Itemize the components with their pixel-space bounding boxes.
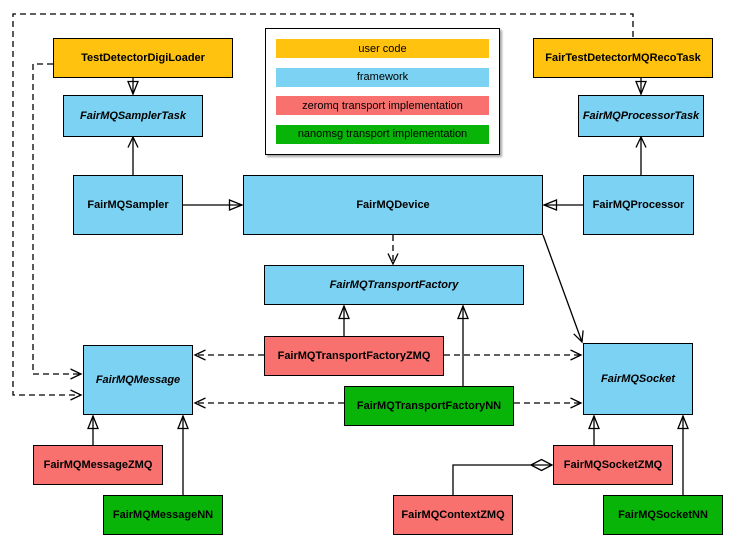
- node-label: FairMQSamplerTask: [80, 109, 186, 122]
- node-test-detector-digi-loader: TestDetectorDigiLoader: [53, 38, 233, 78]
- node-label: FairMQMessage: [95, 373, 181, 386]
- legend: user code framework zeromq transport imp…: [265, 28, 500, 155]
- legend-item-framework: framework: [276, 67, 489, 87]
- legend-label: user code: [358, 42, 407, 55]
- legend-label: nanomsg transport implementation: [297, 128, 468, 141]
- legend-item-zeromq: zeromq transport implementation: [276, 96, 489, 116]
- node-label: FairTestDetectorMQRecoTask: [545, 51, 701, 64]
- node-fair-mq-device: FairMQDevice: [243, 175, 543, 235]
- node-label: FairMQMessageZMQ: [43, 458, 153, 471]
- legend-item-user-code: user code: [276, 39, 489, 58]
- node-fair-mq-message-zmq: FairMQMessageZMQ: [33, 445, 163, 485]
- node-fair-mq-socket: FairMQSocket: [583, 343, 693, 415]
- edge-device-socket-association: [542, 234, 584, 344]
- node-label: TestDetectorDigiLoader: [81, 51, 205, 64]
- node-label: FairMQSocket: [601, 372, 675, 385]
- node-label: FairMQSampler: [87, 198, 169, 211]
- node-fair-mq-processor-task: FairMQProcessorTask: [578, 95, 704, 137]
- edge-contextzmq-socketzmq-composition: [452, 465, 552, 495]
- legend-item-nanomsg: nanomsg transport implementation: [276, 124, 489, 144]
- legend-label: framework: [356, 71, 409, 84]
- node-fair-test-detector-mq-reco-task: FairTestDetectorMQRecoTask: [533, 38, 713, 78]
- node-fair-mq-sampler-task: FairMQSamplerTask: [63, 95, 203, 137]
- node-label: FairMQSocketZMQ: [563, 458, 663, 471]
- node-fair-mq-sampler: FairMQSampler: [73, 175, 183, 235]
- node-fair-mq-message: FairMQMessage: [83, 345, 193, 415]
- legend-label: zeromq transport implementation: [302, 99, 463, 112]
- node-label: FairMQContextZMQ: [401, 508, 505, 521]
- node-fair-mq-processor: FairMQProcessor: [583, 175, 694, 235]
- node-label: FairMQDevice: [356, 198, 430, 211]
- node-fair-mq-transport-factory-zmq: FairMQTransportFactoryZMQ: [264, 336, 444, 376]
- node-label: FairMQTransportFactoryNN: [356, 399, 502, 412]
- node-fair-mq-socket-nn: FairMQSocketNN: [603, 495, 723, 535]
- node-fair-mq-socket-zmq: FairMQSocketZMQ: [553, 445, 673, 485]
- node-fair-mq-transport-factory: FairMQTransportFactory: [264, 265, 524, 305]
- node-label: FairMQProcessorTask: [582, 109, 700, 122]
- node-label: FairMQTransportFactory: [329, 278, 459, 291]
- node-label: FairMQMessageNN: [112, 508, 214, 521]
- node-label: FairMQSocketNN: [618, 508, 708, 521]
- node-label: FairMQProcessor: [592, 198, 685, 211]
- node-fair-mq-context-zmq: FairMQContextZMQ: [393, 495, 513, 535]
- node-label: FairMQTransportFactoryZMQ: [277, 349, 431, 362]
- node-fair-mq-message-nn: FairMQMessageNN: [103, 495, 223, 535]
- node-fair-mq-transport-factory-nn: FairMQTransportFactoryNN: [344, 386, 514, 426]
